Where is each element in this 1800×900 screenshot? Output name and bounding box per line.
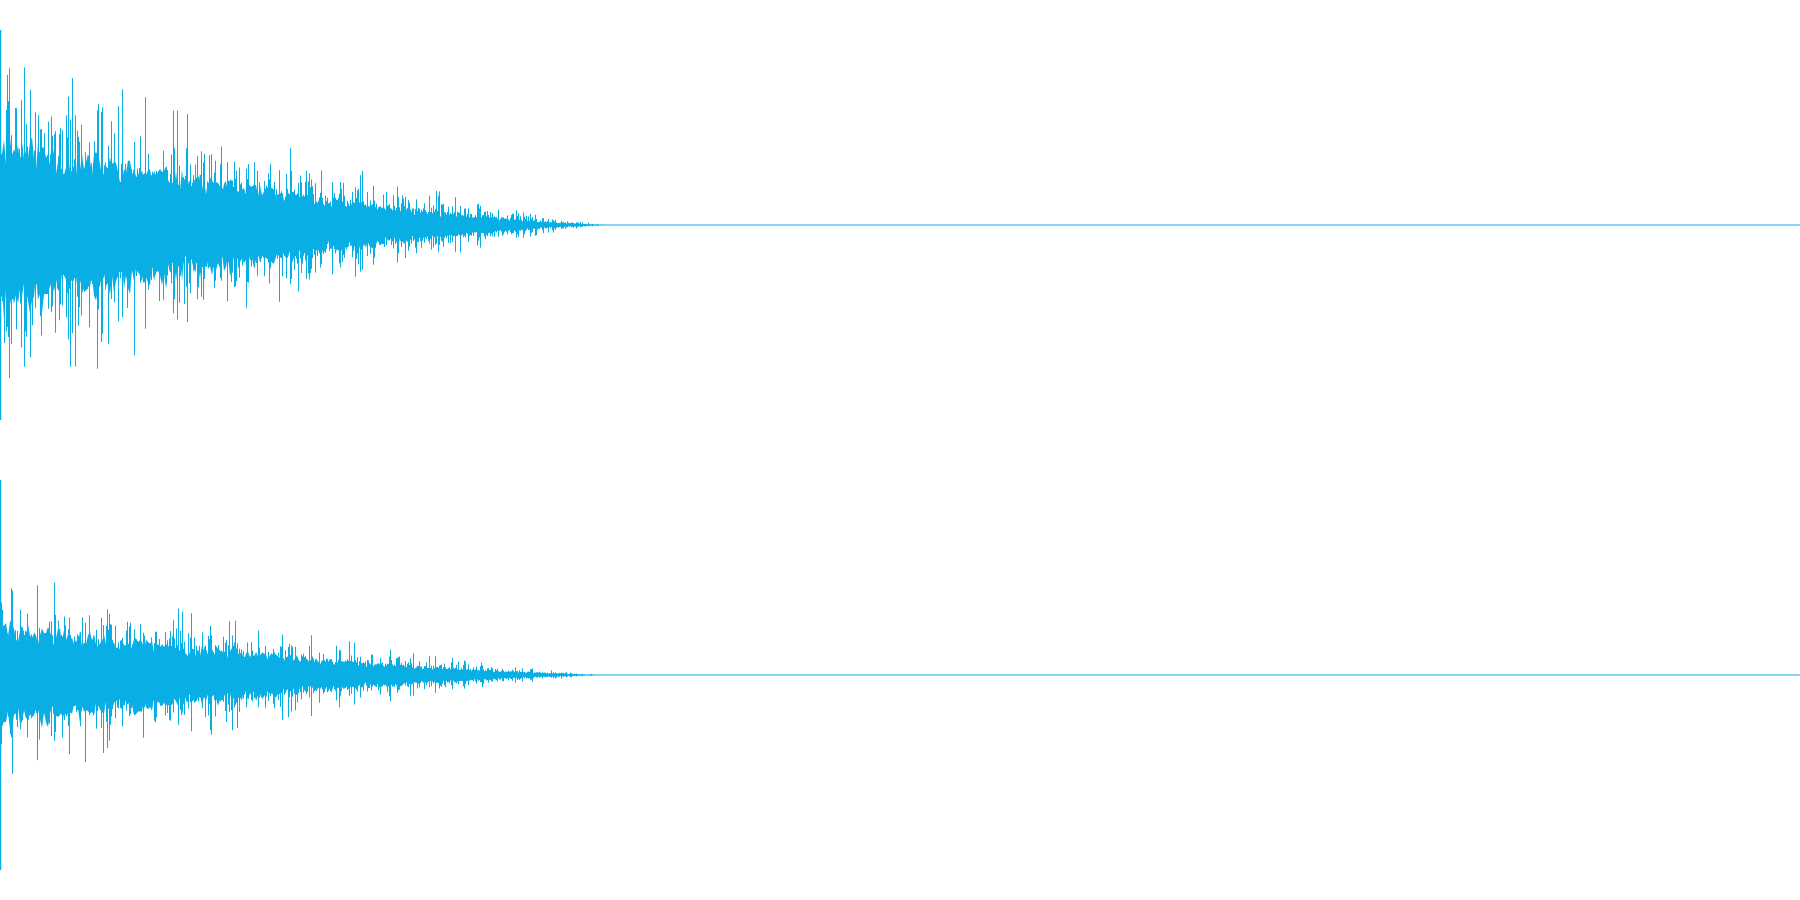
channel-1-waveform[interactable]: [0, 30, 1800, 420]
channel-2-waveform[interactable]: [0, 480, 1800, 870]
